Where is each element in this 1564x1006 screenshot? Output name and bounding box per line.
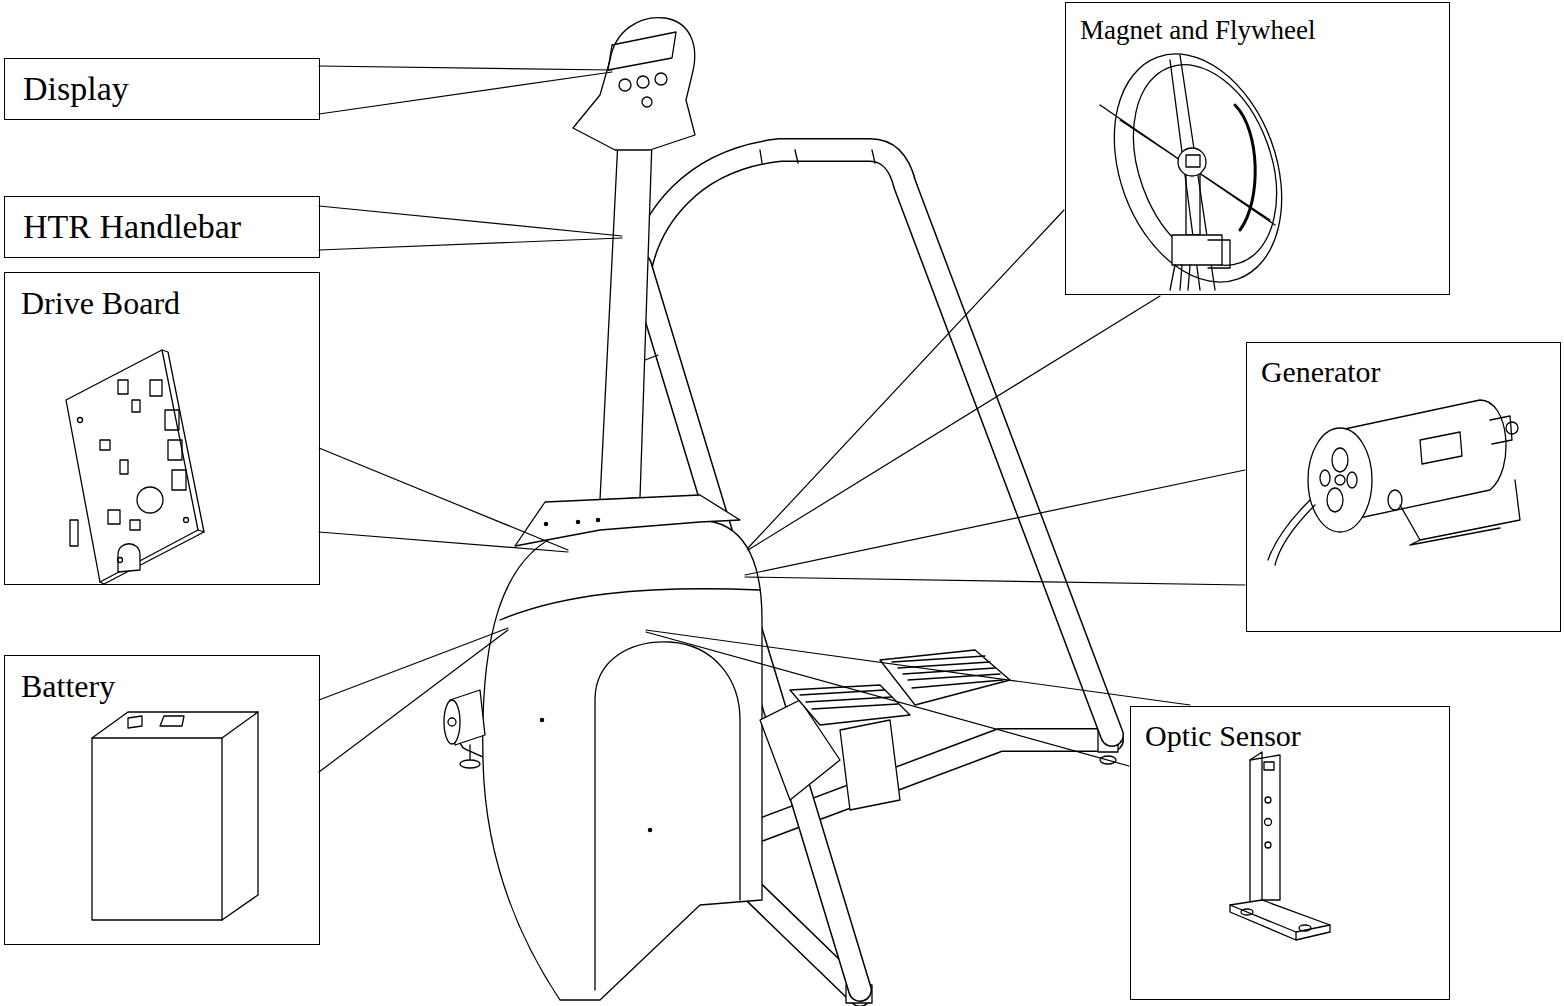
optic-sensor-callout: Optic Sensor	[1130, 706, 1450, 1000]
generator-callout: Generator	[1246, 342, 1561, 632]
flywheel-illustration	[1084, 30, 1311, 305]
handlebar-callout: HTR Handlebar	[4, 196, 320, 258]
part-name: HTR Handlebar	[23, 207, 301, 246]
part-name: Battery	[21, 668, 303, 705]
machine-shroud	[483, 495, 762, 1000]
part-name: Generator	[1261, 355, 1546, 389]
battery-callout: Battery	[4, 655, 320, 945]
optic-sensor-illustration	[1230, 752, 1330, 940]
display-callout: Display	[4, 58, 320, 120]
drive-board-callout: Drive Board	[4, 272, 320, 585]
part-name: Drive Board	[21, 285, 303, 322]
leader-lines	[319, 66, 1245, 772]
upright-post	[600, 140, 652, 500]
battery-illustration	[92, 712, 258, 920]
drive-board-illustration	[66, 350, 204, 584]
part-name: Optic Sensor	[1145, 719, 1435, 754]
flywheel-callout: Magnet and Flywheel	[1065, 2, 1450, 295]
part-name: Magnet and Flywheel	[1080, 15, 1435, 46]
display-console	[573, 18, 695, 150]
generator-illustration	[1268, 400, 1520, 565]
foot-leveller	[444, 690, 485, 768]
part-name: Display	[23, 69, 301, 108]
